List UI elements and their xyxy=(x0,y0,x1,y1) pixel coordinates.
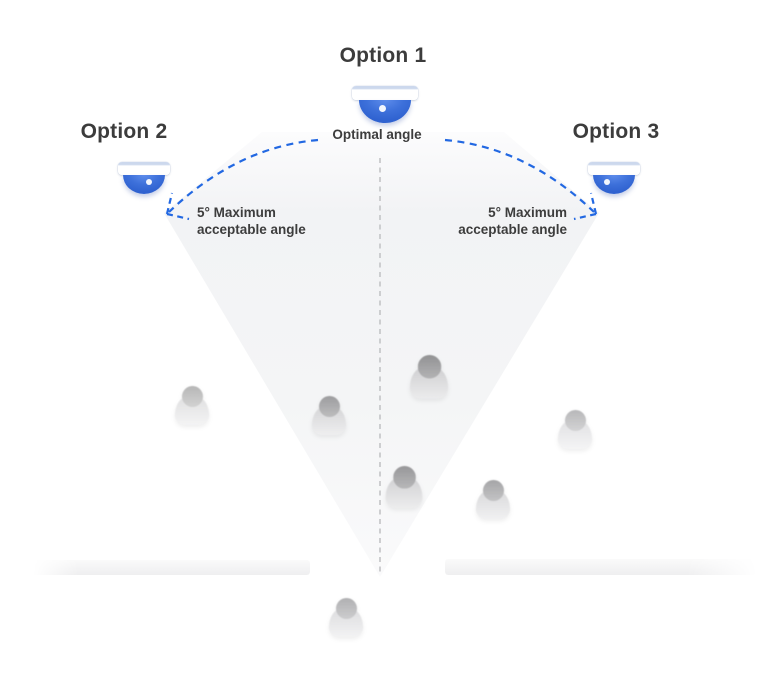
right-arrowhead-barb-side xyxy=(573,212,597,221)
person-head xyxy=(564,410,586,431)
camera-lens-dot xyxy=(146,178,152,185)
person-icon xyxy=(409,355,449,399)
camera-dome xyxy=(123,174,165,194)
optimal-angle-label: Optimal angle xyxy=(332,127,422,142)
left-wall xyxy=(33,560,310,575)
option-1-title: Option 1 xyxy=(339,44,427,67)
left-max-angle-line2: acceptable angle xyxy=(197,221,306,237)
person-head xyxy=(335,598,357,619)
camera-dome xyxy=(593,174,635,194)
option-3-title: Option 3 xyxy=(572,120,660,143)
person-head xyxy=(392,466,416,489)
person-icon xyxy=(385,466,424,509)
camera-view-cone xyxy=(164,132,599,577)
person-head xyxy=(318,396,340,417)
camera-mount-bar xyxy=(118,162,170,175)
dome-camera-icon-option2 xyxy=(118,162,170,194)
person-head xyxy=(181,386,203,407)
right-arrowhead-barb-up xyxy=(589,192,598,215)
camera-dome xyxy=(359,99,411,123)
camera-mount-bar xyxy=(588,162,640,175)
dome-camera-icon-option1 xyxy=(352,86,418,123)
left-arrowhead-barb-up xyxy=(165,192,174,215)
person-head xyxy=(482,480,504,501)
right-max-angle-line1: 5° Maximum xyxy=(488,205,567,220)
option-2-title: Option 2 xyxy=(80,120,168,143)
person-icon xyxy=(475,480,511,519)
camera-lens-dot xyxy=(604,178,610,185)
person-icon xyxy=(328,598,364,637)
right-max-angle-line2: acceptable angle xyxy=(458,221,567,237)
dome-camera-icon-option3 xyxy=(588,162,640,194)
person-head xyxy=(417,355,441,379)
right-wall xyxy=(445,559,757,575)
right-max-angle-note: 5° Maximum acceptable angle xyxy=(458,205,567,238)
left-max-angle-line1: 5° Maximum xyxy=(197,205,276,220)
camera-mount-bar xyxy=(352,86,418,100)
person-icon xyxy=(311,396,347,435)
left-angle-arc xyxy=(168,138,319,213)
left-arrowhead-barb-side xyxy=(166,212,190,221)
camera-lens-dot xyxy=(379,104,386,112)
person-icon xyxy=(174,386,210,425)
left-max-angle-note: 5° Maximum acceptable angle xyxy=(197,205,306,238)
right-angle-arc xyxy=(444,138,595,213)
person-icon xyxy=(557,410,593,449)
